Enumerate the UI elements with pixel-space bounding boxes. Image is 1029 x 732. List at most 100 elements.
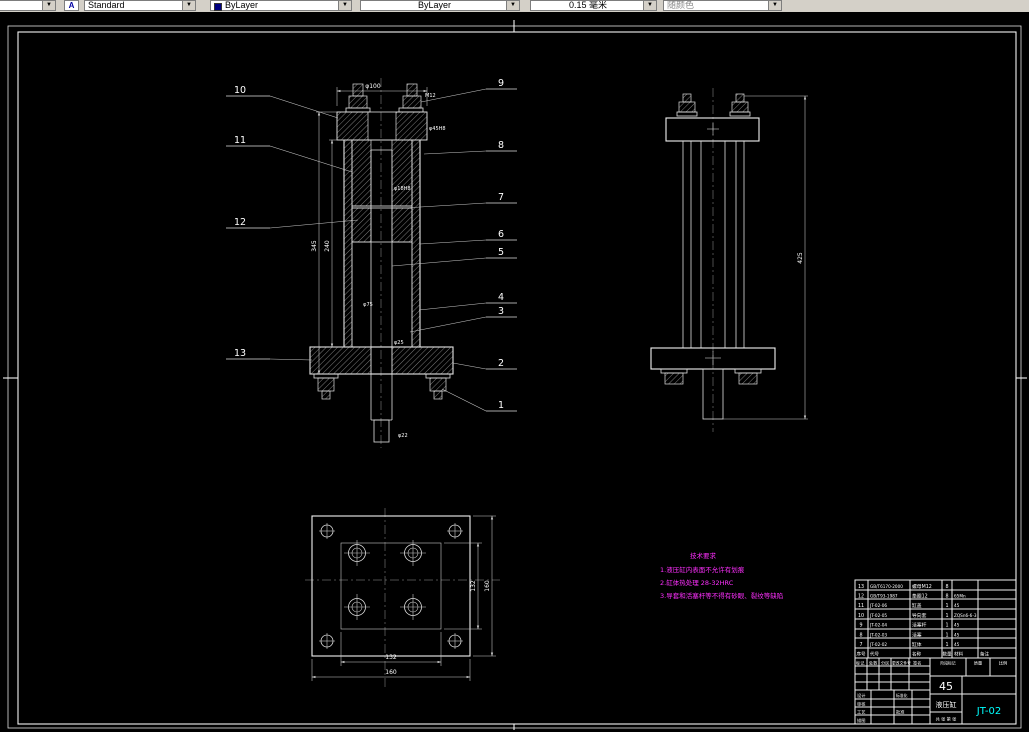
- titleblock-label: 处数: [869, 660, 878, 667]
- titleblock-label: 比例: [999, 660, 1007, 667]
- bom-header-cell: 数量: [943, 651, 952, 658]
- titleblock-label: 标记: [856, 660, 865, 667]
- color-value: ByLayer: [225, 1, 259, 10]
- dim-label: 160: [484, 580, 491, 592]
- titleblock-label: 批准: [896, 709, 904, 716]
- balloon-label: 3: [498, 306, 504, 317]
- bom-rows: 13 GB/T6170-2000 螺母M12 8 12 GB/T93-1987 …: [857, 583, 990, 658]
- dim-label: φ18H8: [394, 186, 411, 192]
- dim-label: φ75: [363, 302, 373, 308]
- balloon-label: 12: [234, 217, 246, 228]
- bom-cell: 1: [945, 613, 948, 619]
- bom-cell: 缸盖: [912, 602, 922, 609]
- bom-header-cell: 名称: [912, 651, 921, 658]
- bom-cell: 65Mn: [954, 594, 966, 599]
- titleblock-label: 质量: [974, 660, 982, 667]
- drawing-number: JT-02: [976, 706, 1001, 717]
- linetype-value: ByLayer: [417, 1, 452, 10]
- dim-label: 160: [385, 669, 397, 676]
- linetype-combo[interactable]: ByLayer ▼: [360, 0, 520, 11]
- balloon-label: 5: [498, 247, 504, 258]
- dim-label: 132: [385, 654, 397, 661]
- chevron-down-icon[interactable]: ▼: [768, 1, 781, 10]
- section-view: φ100 M12 φ45H8 φ18H8 φ75 φ22 φ25: [309, 78, 454, 448]
- bom-cell: JT-02-04: [869, 623, 887, 628]
- bom-cell: 7: [859, 642, 862, 648]
- balloon-label: 10: [234, 85, 246, 96]
- bom-cell: 45: [954, 623, 960, 628]
- bom-cell: 10: [858, 613, 864, 619]
- balloon-callouts: 10 11 12 13 9 8 7 6 5 4 3 2 1: [226, 78, 517, 412]
- chevron-down-icon[interactable]: ▼: [42, 1, 55, 10]
- balloon-label: 9: [498, 78, 504, 89]
- bom-cell: 垫圈12: [912, 593, 928, 600]
- dim-label: φ100: [365, 83, 381, 90]
- title-block: 13 GB/T6170-2000 螺母M12 8 12 GB/T93-1987 …: [854, 579, 1017, 725]
- lineweight-combo[interactable]: 0.15 毫米 ▼: [530, 0, 657, 11]
- balloon-label: 7: [498, 192, 504, 203]
- bom-cell: 9: [859, 623, 862, 629]
- bom-cell: 活塞: [912, 632, 922, 639]
- text-style-icon[interactable]: A: [64, 0, 79, 11]
- bom-cell: JT-02-05: [869, 613, 887, 618]
- text-style-value: Standard: [88, 1, 125, 10]
- bom-cell: 45: [954, 603, 960, 608]
- bom-cell: ZQSn6-6-3: [954, 613, 977, 618]
- bom-cell: 1: [945, 633, 948, 639]
- titleblock-label: 标准化: [896, 693, 908, 698]
- bom-cell: 缸体: [912, 641, 922, 648]
- sheet-frame: [3, 20, 1027, 730]
- plan-view: 132 160 132 160: [305, 508, 500, 688]
- balloon-label: 2: [498, 358, 504, 369]
- balloon-label: 6: [498, 229, 504, 240]
- note-line: 3.导套和活塞杆等不得有砂眼、裂纹等缺陷: [660, 591, 783, 600]
- plot-style-combo[interactable]: 随颜色 ▼: [663, 0, 782, 11]
- bom-header-cell: 材料: [954, 651, 963, 658]
- bom-cell: 活塞杆: [912, 622, 927, 629]
- drawing-canvas[interactable]: φ100 M12 φ45H8 φ18H8 φ75 φ22 φ25: [0, 12, 1029, 732]
- bom-cell: JT-02-06: [869, 603, 887, 608]
- bom-cell: 8: [859, 633, 862, 639]
- titleblock-label: 工艺: [857, 710, 865, 715]
- bom-cell: 1: [945, 642, 948, 648]
- lineweight-value: 0.15 毫米: [568, 1, 608, 10]
- bom-cell: 45: [954, 633, 960, 638]
- dim-label: M12: [425, 93, 436, 99]
- chevron-down-icon[interactable]: ▼: [506, 1, 519, 10]
- bom-header-cell: 代号: [870, 651, 879, 658]
- chevron-down-icon[interactable]: ▼: [182, 1, 195, 10]
- titleblock-label: 签名: [913, 660, 921, 667]
- bom-cell: GB/T93-1987: [870, 594, 898, 599]
- bom-cell: 8: [945, 584, 948, 590]
- dim-label: φ45H8: [429, 126, 446, 132]
- titleblock-label: 更改文件号: [892, 661, 911, 666]
- dim-label: 345: [311, 240, 318, 252]
- balloon-label: 8: [498, 140, 504, 151]
- bom-cell: JT-02-02: [869, 642, 887, 647]
- properties-toolbar: ▼ A Standard ▼ ByLayer ▼ ByLayer ▼ 0.15 …: [0, 0, 1029, 12]
- bom-cell: 12: [858, 594, 864, 600]
- part-name: 液压缸: [936, 700, 957, 709]
- bom-cell: GB/T6170-2000: [870, 584, 903, 589]
- bom-cell: 8: [945, 594, 948, 600]
- note-line: 2.缸体热处理 28-32HRC: [660, 578, 734, 587]
- text-style-combo[interactable]: Standard ▼: [84, 0, 196, 11]
- titleblock-label: 审核: [857, 701, 866, 708]
- titleblock-label: 设计: [857, 692, 865, 699]
- bom-cell: 1: [945, 603, 948, 609]
- bom-cell: 45: [954, 642, 960, 647]
- bom-cell: 1: [945, 623, 948, 629]
- bom-header-cell: 备注: [980, 651, 989, 658]
- balloon-label: 4: [498, 292, 504, 303]
- technical-notes: 技术要求 1.液压缸内表面不允许有划痕 2.缸体热处理 28-32HRC 3.导…: [660, 551, 783, 600]
- color-swatch-icon: [214, 3, 222, 11]
- chevron-down-icon[interactable]: ▼: [643, 1, 656, 10]
- chevron-down-icon[interactable]: ▼: [338, 1, 351, 10]
- balloon-label: 11: [234, 135, 246, 146]
- titleblock-label: 分区: [881, 660, 889, 667]
- bom-cell: 导向套: [912, 612, 927, 619]
- color-combo[interactable]: ByLayer ▼: [210, 0, 352, 11]
- balloon-label: 1: [498, 400, 504, 411]
- side-view: 425: [650, 88, 808, 432]
- layer-combo[interactable]: ▼: [0, 0, 56, 11]
